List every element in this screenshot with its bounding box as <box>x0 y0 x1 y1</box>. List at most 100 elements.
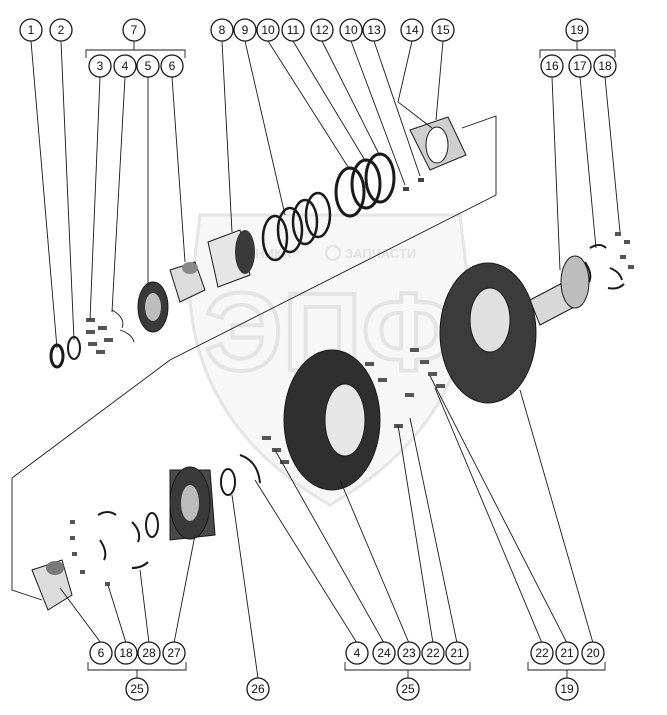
callout-19-top: 19 <box>565 18 589 42</box>
callout-b26: 26 <box>246 677 270 701</box>
part-sleeve-6 <box>169 261 206 303</box>
callout-12: 12 <box>310 18 334 42</box>
part-sleeve-6b <box>31 559 73 611</box>
callout-b4: 4 <box>345 641 369 665</box>
callout-b21a: 21 <box>445 641 469 665</box>
callout-16: 16 <box>540 54 564 78</box>
callout-1: 1 <box>19 18 43 42</box>
part-retaining-ring-1 <box>49 343 65 369</box>
svg-text:20: 20 <box>586 646 600 660</box>
callout-b24: 24 <box>372 641 396 665</box>
svg-text:22: 22 <box>535 646 549 660</box>
callout-b22b: 22 <box>530 641 554 665</box>
svg-text:13: 13 <box>367 23 381 37</box>
callout-9: 9 <box>233 18 257 42</box>
part-hub-27 <box>169 466 216 541</box>
svg-text:4: 4 <box>354 646 361 660</box>
svg-text:25: 25 <box>401 682 415 696</box>
svg-text:17: 17 <box>573 59 587 73</box>
callout-b27: 27 <box>162 641 186 665</box>
part-bolts-21-22 <box>405 348 445 397</box>
callout-b19: 19 <box>555 677 579 701</box>
callout-7: 7 <box>122 18 146 42</box>
part-rings-10-11-12 <box>334 152 396 218</box>
callout-b21b: 21 <box>555 641 579 665</box>
svg-text:24: 24 <box>377 646 391 660</box>
svg-text:21: 21 <box>560 646 574 660</box>
callout-b20: 20 <box>581 641 605 665</box>
callout-2: 2 <box>49 18 73 42</box>
callout-b23: 23 <box>397 641 421 665</box>
part-circlip-2 <box>67 336 81 360</box>
svg-text:3: 3 <box>97 59 104 73</box>
gear-icon <box>325 245 341 261</box>
callout-14: 14 <box>400 18 424 42</box>
part-bolts-3 <box>86 318 113 354</box>
callout-10b: 10 <box>339 18 363 42</box>
callout-b28: 28 <box>137 641 161 665</box>
part-disc-20 <box>439 262 537 404</box>
callout-10a: 10 <box>256 18 280 42</box>
svg-text:5: 5 <box>145 59 152 73</box>
svg-text:12: 12 <box>315 23 329 37</box>
svg-text:15: 15 <box>436 23 450 37</box>
part-cover-plate-15 <box>409 116 467 171</box>
svg-text:26: 26 <box>251 682 265 696</box>
part-lock-plates-28 <box>97 511 159 569</box>
part-bushing-8 <box>207 229 255 288</box>
part-lock-plates-17 <box>584 244 625 290</box>
assembly-break-line <box>11 115 497 601</box>
leader-lines-top <box>30 40 621 349</box>
callout-6: 6 <box>160 54 184 78</box>
callout-18: 18 <box>593 54 617 78</box>
svg-text:23: 23 <box>402 646 416 660</box>
svg-text:22: 22 <box>426 646 440 660</box>
svg-text:19: 19 <box>570 23 584 37</box>
callout-b6: 6 <box>89 641 113 665</box>
part-bolts-18b <box>70 520 110 586</box>
callout-15: 15 <box>431 18 455 42</box>
callout-b25a: 25 <box>125 677 149 701</box>
svg-text:21: 21 <box>450 646 464 660</box>
callout-13: 13 <box>362 18 386 42</box>
callout-b22a: 22 <box>421 641 445 665</box>
part-lock-plate-4b <box>239 454 261 484</box>
part-flange-5 <box>137 281 169 333</box>
svg-text:28: 28 <box>142 646 156 660</box>
svg-text:10: 10 <box>261 23 275 37</box>
svg-text:6: 6 <box>98 646 105 660</box>
svg-text:19: 19 <box>560 682 574 696</box>
leader-lines-bottom <box>59 375 606 679</box>
callout-3: 3 <box>88 54 112 78</box>
svg-text:4: 4 <box>122 59 129 73</box>
callout-11: 11 <box>281 18 305 42</box>
callout-b25b: 25 <box>396 677 420 701</box>
svg-text:11: 11 <box>287 23 300 37</box>
part-disc-23 <box>283 349 381 491</box>
svg-text:18: 18 <box>598 59 612 73</box>
callout-b18: 18 <box>114 641 138 665</box>
svg-text:8: 8 <box>219 23 226 37</box>
callout-8: 8 <box>210 18 234 42</box>
part-lock-plates-4 <box>111 309 135 343</box>
part-fasteners-13 <box>403 178 424 191</box>
svg-text:2: 2 <box>58 23 65 37</box>
part-bolts-18 <box>615 232 634 269</box>
part-shaft-16 <box>529 255 590 326</box>
svg-text:9: 9 <box>242 23 249 37</box>
svg-text:1: 1 <box>28 23 35 37</box>
part-circlip-26 <box>220 468 236 496</box>
svg-text:6: 6 <box>169 59 176 73</box>
callout-17: 17 <box>568 54 592 78</box>
part-springs-9 <box>261 191 332 262</box>
svg-text:7: 7 <box>131 23 138 37</box>
svg-text:18: 18 <box>119 646 133 660</box>
callout-5: 5 <box>136 54 160 78</box>
svg-text:14: 14 <box>405 23 419 37</box>
callout-4: 4 <box>113 54 137 78</box>
svg-text:27: 27 <box>167 646 181 660</box>
svg-text:10: 10 <box>344 23 358 37</box>
svg-text:25: 25 <box>130 682 144 696</box>
svg-text:16: 16 <box>545 59 559 73</box>
